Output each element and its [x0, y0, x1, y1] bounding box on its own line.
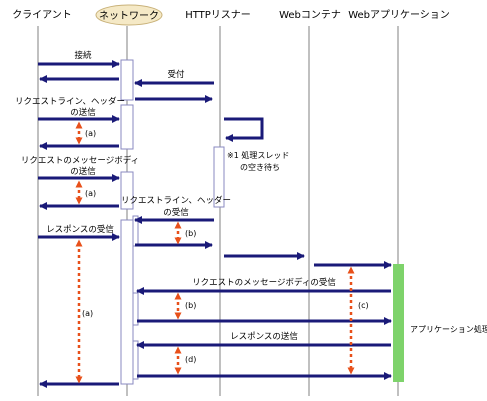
- label-connect: 接続: [74, 50, 92, 61]
- participant-network: ネットワーク: [99, 10, 159, 22]
- interval-a2-label: (a): [85, 189, 96, 198]
- label-receive-body: リクエストのメッセージボディの受信: [192, 277, 336, 288]
- participant-client: クライアント: [12, 9, 72, 21]
- thread-wait-note-2: の空き待ち: [240, 162, 280, 172]
- activation-network-1: [120, 59, 134, 101]
- activation-network-4: [120, 219, 134, 385]
- participant-web-container: Webコンテナ: [279, 9, 341, 21]
- app-processing-label: アプリケーション処理: [410, 324, 487, 334]
- label-send-response: レスポンスの送信: [230, 331, 298, 342]
- label-accept: 受付: [167, 69, 185, 80]
- label-send-header-2: の送信: [70, 107, 96, 118]
- interval-d-label: (d): [185, 355, 196, 364]
- interval-b2-label: (b): [185, 301, 196, 310]
- participant-web-application: Webアプリケーション: [348, 9, 450, 21]
- interval-b1-label: (b): [185, 229, 196, 238]
- activation-http-listener: [213, 146, 225, 208]
- participant-http-listener: HTTPリスナー: [185, 9, 251, 21]
- activation-boxes: [120, 59, 225, 385]
- nested-activations: [132, 215, 139, 380]
- activation-network-3: [120, 171, 134, 210]
- label-receive-response: レスポンスの受信: [46, 224, 114, 235]
- network-header-oval: [95, 4, 163, 26]
- participant-headers: クライアント ネットワーク HTTPリスナー Webコンテナ Webアプリケーシ…: [12, 4, 450, 26]
- thread-wait-loop-arrow: [224, 117, 264, 142]
- lifelines: [37, 26, 399, 396]
- message-labels: 接続 受付 リクエストライン、ヘッダー の送信 リクエストのメッセージボディ の…: [15, 50, 336, 342]
- interval-c-label: (c): [358, 301, 369, 310]
- label-send-body-2: の送信: [70, 166, 96, 177]
- label-receive-header-1: リクエストライン、ヘッダー: [121, 195, 231, 206]
- interval-labels: (a) (a) (b) (a) (b) (c) (d): [82, 129, 369, 364]
- nested-activation-2: [132, 292, 139, 326]
- label-receive-header-2: の受信: [163, 207, 189, 218]
- thread-wait-note-1: ※1 処理スレッド: [227, 150, 289, 160]
- app-processing-bar: [393, 264, 404, 382]
- nested-activation-3: [132, 340, 139, 380]
- interval-markers: [75, 121, 355, 384]
- interval-a1-label: (a): [85, 129, 96, 138]
- activation-network-2: [120, 104, 134, 150]
- label-send-header-1: リクエストライン、ヘッダー: [15, 96, 125, 107]
- interval-a3-label: (a): [82, 309, 93, 318]
- label-send-body-1: リクエストのメッセージボディ: [21, 155, 139, 166]
